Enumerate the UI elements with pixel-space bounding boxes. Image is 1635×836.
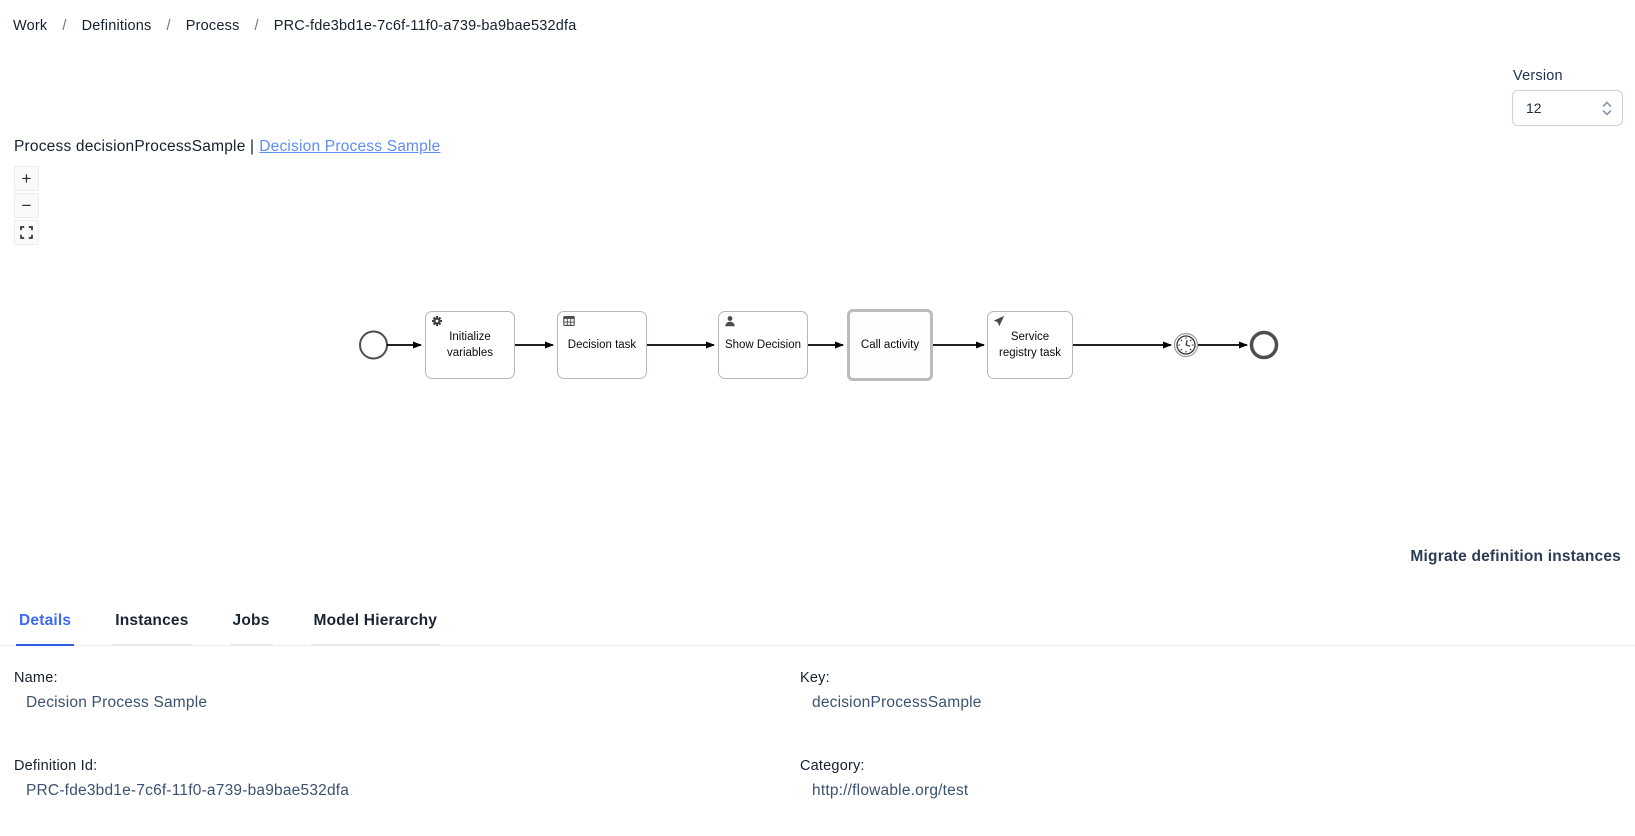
name-label: Name: bbox=[14, 670, 58, 686]
page-title: Process decisionProcessSample |Decision … bbox=[14, 138, 440, 156]
category-label: Category: bbox=[800, 758, 865, 774]
task-service-registry[interactable]: Service registry task bbox=[987, 311, 1073, 379]
breadcrumb-separator: / bbox=[166, 18, 171, 34]
start-event[interactable] bbox=[359, 330, 388, 360]
field-key: Key: decisionProcessSample bbox=[800, 670, 1621, 712]
key-value: decisionProcessSample bbox=[812, 694, 982, 711]
definition-id-value: PRC-fde3bd1e-7c6f-11f0-a739-ba9bae532dfa bbox=[26, 782, 350, 799]
tab-model-hierarchy[interactable]: Model Hierarchy bbox=[310, 610, 441, 646]
task-initialize-variables[interactable]: Initialize variables bbox=[425, 311, 515, 379]
zoom-in-button[interactable]: + bbox=[14, 166, 39, 191]
version-select-value: 12 bbox=[1526, 100, 1542, 116]
user-icon bbox=[725, 316, 735, 327]
breadcrumb-process[interactable]: Process bbox=[185, 18, 240, 34]
name-value: Decision Process Sample bbox=[26, 694, 208, 711]
breadcrumb-work[interactable]: Work bbox=[13, 18, 48, 34]
version-label: Version bbox=[1513, 68, 1563, 84]
process-title-prefix: Process decisionProcessSample | bbox=[14, 138, 255, 155]
category-value: http://flowable.org/test bbox=[812, 782, 969, 799]
zoom-out-button[interactable]: − bbox=[14, 193, 39, 218]
task-show-decision[interactable]: Show Decision bbox=[718, 311, 808, 379]
send-icon bbox=[993, 315, 1005, 327]
stepper-icon[interactable] bbox=[1602, 100, 1612, 116]
tab-jobs[interactable]: Jobs bbox=[229, 610, 273, 646]
diagram-zoom-controls: + − bbox=[14, 166, 39, 245]
breadcrumb-definition-id: PRC-fde3bd1e-7c6f-11f0-a739-ba9bae532dfa bbox=[273, 18, 577, 34]
end-event[interactable] bbox=[1249, 330, 1279, 360]
field-category: Category: http://flowable.org/test bbox=[800, 758, 1621, 800]
breadcrumb: Work / Definitions / Process / PRC-fde3b… bbox=[13, 18, 577, 34]
breadcrumb-separator: / bbox=[254, 18, 259, 34]
definition-id-label: Definition Id: bbox=[14, 758, 98, 774]
task-decision-task[interactable]: Decision task bbox=[557, 311, 647, 379]
fullscreen-icon bbox=[20, 226, 33, 239]
task-label: Initialize variables bbox=[446, 330, 494, 359]
field-definition-id: Definition Id: PRC-fde3bd1e-7c6f-11f0-a7… bbox=[14, 758, 800, 800]
tab-instances[interactable]: Instances bbox=[112, 610, 192, 646]
breadcrumb-definitions[interactable]: Definitions bbox=[81, 18, 152, 34]
gear-icon bbox=[432, 316, 442, 326]
process-name-link[interactable]: Decision Process Sample bbox=[259, 138, 441, 155]
task-label: Decision task bbox=[567, 338, 637, 351]
fit-screen-button[interactable] bbox=[14, 220, 39, 245]
tab-bar: Details Instances Jobs Model Hierarchy bbox=[0, 610, 1635, 646]
field-name: Name: Decision Process Sample bbox=[14, 670, 800, 712]
version-select[interactable]: 12 bbox=[1512, 90, 1623, 126]
table-icon bbox=[563, 316, 575, 326]
breadcrumb-separator: / bbox=[62, 18, 67, 34]
task-call-activity[interactable]: Call activity bbox=[847, 309, 933, 381]
tab-details[interactable]: Details bbox=[16, 610, 75, 646]
timer-event[interactable] bbox=[1173, 332, 1199, 358]
clock-icon bbox=[1178, 337, 1194, 353]
bpmn-flow-layer bbox=[359, 330, 1279, 360]
bpmn-diagram: Initialize variables Decision task Show … bbox=[355, 305, 1280, 390]
task-label: Show Decision bbox=[724, 338, 802, 351]
key-label: Key: bbox=[800, 670, 830, 686]
task-label: Service registry task bbox=[999, 330, 1061, 359]
task-label: Call activity bbox=[860, 338, 920, 351]
migrate-definition-instances-link[interactable]: Migrate definition instances bbox=[1410, 548, 1621, 565]
details-panel: Name: Decision Process Sample Key: decis… bbox=[14, 670, 1621, 800]
